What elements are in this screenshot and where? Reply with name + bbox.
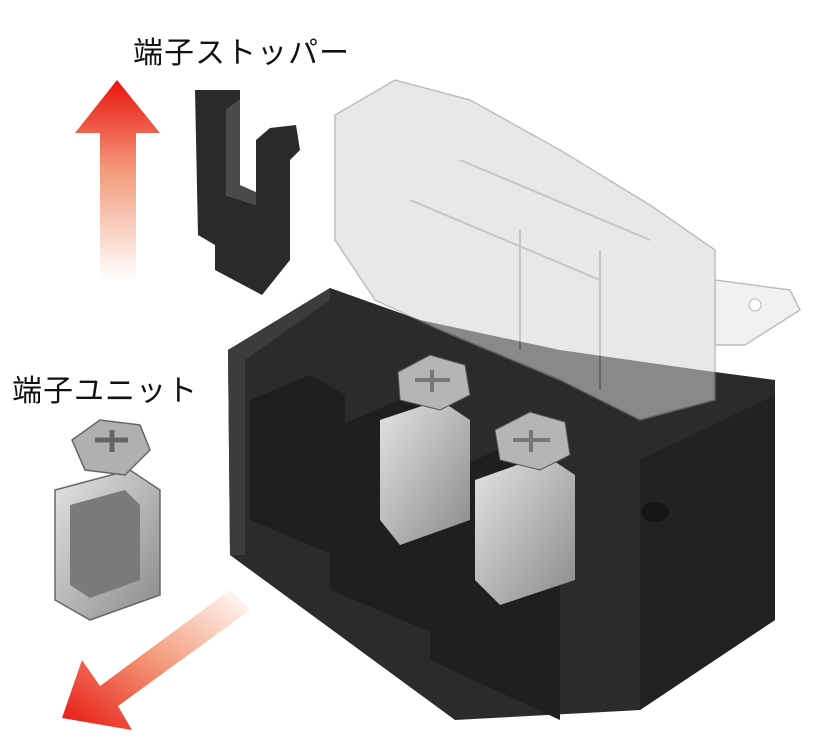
transparent-cover xyxy=(334,79,801,421)
terminal-unit-part xyxy=(54,419,161,621)
terminal-unit-label: 端子ユニット xyxy=(12,374,198,409)
arrow-up-icon xyxy=(75,80,160,280)
terminal-stopper-label: 端子ストッパー xyxy=(133,36,350,71)
arrow-down-left-icon xyxy=(62,590,250,730)
installed-terminals xyxy=(380,354,575,605)
terminal-stopper-part xyxy=(195,90,300,295)
